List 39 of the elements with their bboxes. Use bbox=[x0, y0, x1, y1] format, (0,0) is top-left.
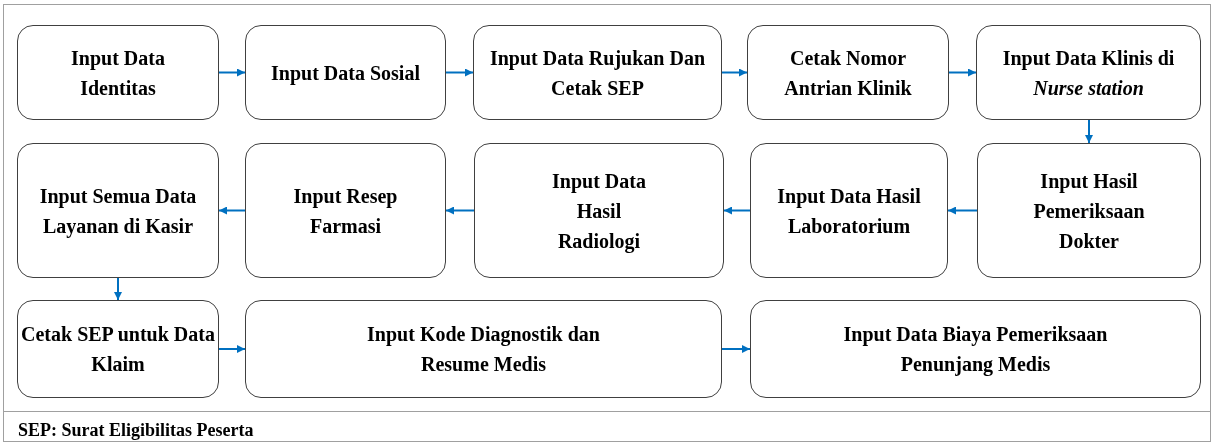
step-text: Input Data Hasil Laboratorium bbox=[776, 183, 922, 239]
step-text: Input Data Rujukan Dan Cetak SEP bbox=[488, 45, 707, 101]
footnote: SEP: Surat Eligibilitas Peserta bbox=[18, 419, 254, 442]
arrow bbox=[218, 206, 246, 215]
arrow bbox=[721, 68, 748, 77]
process-box bbox=[473, 25, 722, 120]
process-box bbox=[747, 25, 949, 120]
step-text: Cetak Nomor Antrian Klinik bbox=[783, 45, 913, 101]
process-box bbox=[474, 143, 724, 278]
arrow bbox=[218, 68, 246, 77]
arrow bbox=[1085, 119, 1093, 144]
arrow bbox=[114, 277, 122, 301]
step-text: Input Data Hasil Radiologi bbox=[551, 168, 647, 255]
step-text: Input Data Identitas bbox=[70, 45, 166, 101]
arrow bbox=[948, 68, 977, 77]
arrow bbox=[947, 206, 978, 215]
step-text: Input Hasil Pemeriksaan Dokter bbox=[1032, 168, 1146, 254]
process-box bbox=[245, 25, 446, 120]
arrow bbox=[723, 206, 751, 215]
process-box bbox=[750, 300, 1201, 398]
arrow bbox=[721, 345, 751, 353]
step-text: Input Data Sosial bbox=[271, 60, 420, 87]
process-box bbox=[17, 143, 219, 278]
process-box bbox=[245, 143, 446, 278]
process-box bbox=[245, 300, 722, 398]
process-box bbox=[17, 25, 219, 120]
step-text: Input Data Klinis di Nurse station bbox=[1001, 45, 1176, 101]
arrow bbox=[445, 68, 474, 77]
arrow bbox=[445, 206, 475, 215]
step-text: Input Semua Data Layanan di Kasir bbox=[38, 183, 198, 240]
process-box bbox=[750, 143, 948, 278]
process-box bbox=[17, 300, 219, 398]
step-text: Input Kode Diagnostik dan Resume Medis bbox=[366, 322, 601, 377]
step-text: Input Resep Farmasi bbox=[292, 183, 399, 239]
step-text: Cetak SEP untuk Data Klaim bbox=[20, 322, 216, 377]
process-box bbox=[976, 25, 1201, 120]
process-box bbox=[977, 143, 1201, 278]
step-text: Input Data Biaya Pemeriksaan Penunjang Medis bbox=[842, 322, 1109, 378]
arrow bbox=[218, 345, 246, 353]
